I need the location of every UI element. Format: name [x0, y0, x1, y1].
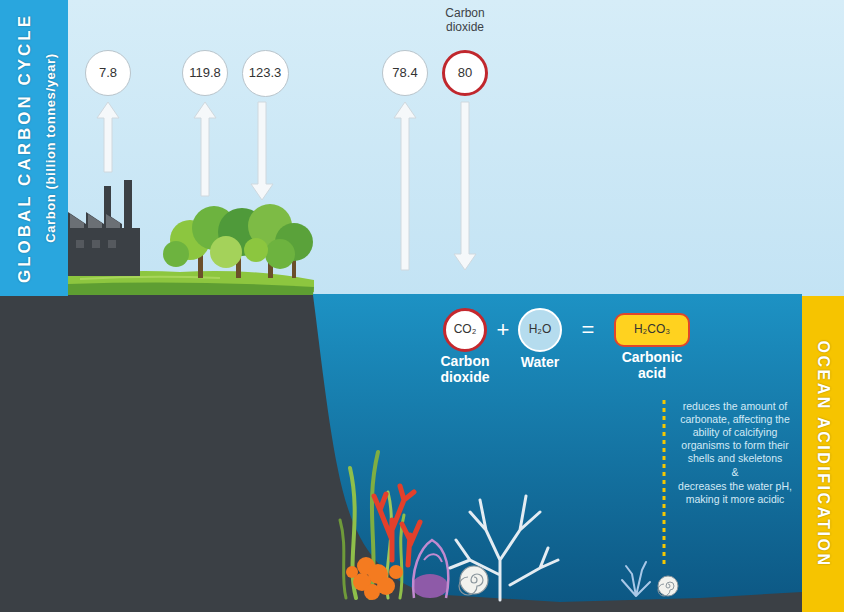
molecule-circle: H₂OWater — [518, 308, 562, 352]
shell — [459, 574, 483, 595]
flux-arrows — [194, 102, 216, 196]
flux-value: 7.8 — [99, 66, 117, 80]
effect-note: & — [672, 466, 798, 479]
flux-circle: 123.3 — [242, 50, 289, 97]
molecule-name: Carbonic acid — [612, 349, 692, 381]
operator-sign: + — [497, 318, 510, 342]
branching-coral — [450, 496, 558, 600]
flux-arrows — [454, 102, 476, 270]
flux-circle: 119.8 — [182, 50, 228, 96]
flux-circle: 80 — [442, 50, 488, 96]
trees — [265, 239, 295, 269]
land-cliff — [0, 288, 802, 612]
orange-coral — [389, 565, 403, 579]
orange-coral — [346, 557, 403, 600]
factory — [68, 180, 140, 276]
trees — [210, 236, 242, 268]
flux-arrows — [97, 102, 119, 172]
purple-coral — [424, 554, 442, 562]
ocean — [300, 294, 802, 612]
leader-line — [664, 400, 665, 568]
factory — [106, 214, 120, 228]
flux-value: 119.8 — [189, 66, 221, 80]
sky — [0, 0, 844, 296]
molecule-name: Water — [500, 354, 580, 370]
trees — [163, 204, 313, 278]
flux-value: 80 — [458, 66, 472, 80]
molecule-name: Carbon dioxide — [425, 353, 505, 385]
operator-sign: = — [582, 318, 595, 342]
flux-arrows — [97, 102, 476, 270]
purple-coral — [413, 540, 448, 598]
factory — [68, 212, 122, 228]
land-cliff — [0, 288, 802, 612]
grass — [68, 283, 314, 295]
molecule-box: H₂CO₃Carbonic acid — [614, 313, 690, 347]
orange-coral — [364, 584, 380, 600]
factory — [76, 240, 84, 248]
band-title: OCEAN ACIDIFICATION — [815, 340, 831, 567]
chemical-formula: CO₂ — [454, 323, 477, 336]
flux-circle: 78.4 — [382, 50, 428, 96]
orange-coral — [346, 566, 358, 578]
branching-coral — [450, 496, 558, 600]
factory — [88, 214, 102, 228]
shell — [459, 566, 678, 596]
ocean — [300, 294, 802, 612]
factory — [68, 228, 140, 276]
section-band: OCEAN ACIDIFICATION — [802, 296, 844, 612]
purple-coral — [412, 540, 448, 598]
flux-value: 123.3 — [249, 66, 282, 80]
flux-circle: 7.8 — [85, 50, 131, 96]
section-band: GLOBAL CARBON CYCLE Carbon (billion tonne… — [0, 0, 68, 296]
flux-value: 78.4 — [392, 66, 417, 80]
red-coral — [374, 486, 420, 565]
small-plant — [622, 562, 650, 596]
seaweed — [340, 520, 346, 598]
factory — [70, 214, 84, 228]
small-plant — [622, 562, 650, 596]
trees — [244, 238, 268, 262]
factory — [108, 240, 116, 248]
shell — [658, 576, 678, 596]
effect-note: decreases the water pH, making it more a… — [672, 480, 798, 506]
trees — [163, 241, 189, 267]
shell — [658, 582, 674, 596]
sky — [0, 0, 844, 296]
factory — [124, 180, 132, 230]
chemical-formula: H₂O — [529, 323, 552, 336]
shell — [460, 566, 488, 594]
molecule-circle: CO₂Carbon dioxide — [443, 308, 487, 352]
factory — [92, 240, 100, 248]
flux-arrows — [394, 102, 416, 270]
band-title: GLOBAL CARBON CYCLE — [16, 13, 33, 283]
purple-coral — [412, 574, 448, 598]
chemical-formula: H₂CO₃ — [634, 323, 670, 336]
leader-line — [663, 400, 666, 568]
flux-label: Carbon dioxide — [430, 6, 500, 34]
flux-arrows — [251, 102, 273, 200]
band-subtitle: Carbon (billion tonnes/year) — [44, 53, 57, 242]
effect-note: reduces the amount of carbonate, affecti… — [672, 400, 798, 465]
